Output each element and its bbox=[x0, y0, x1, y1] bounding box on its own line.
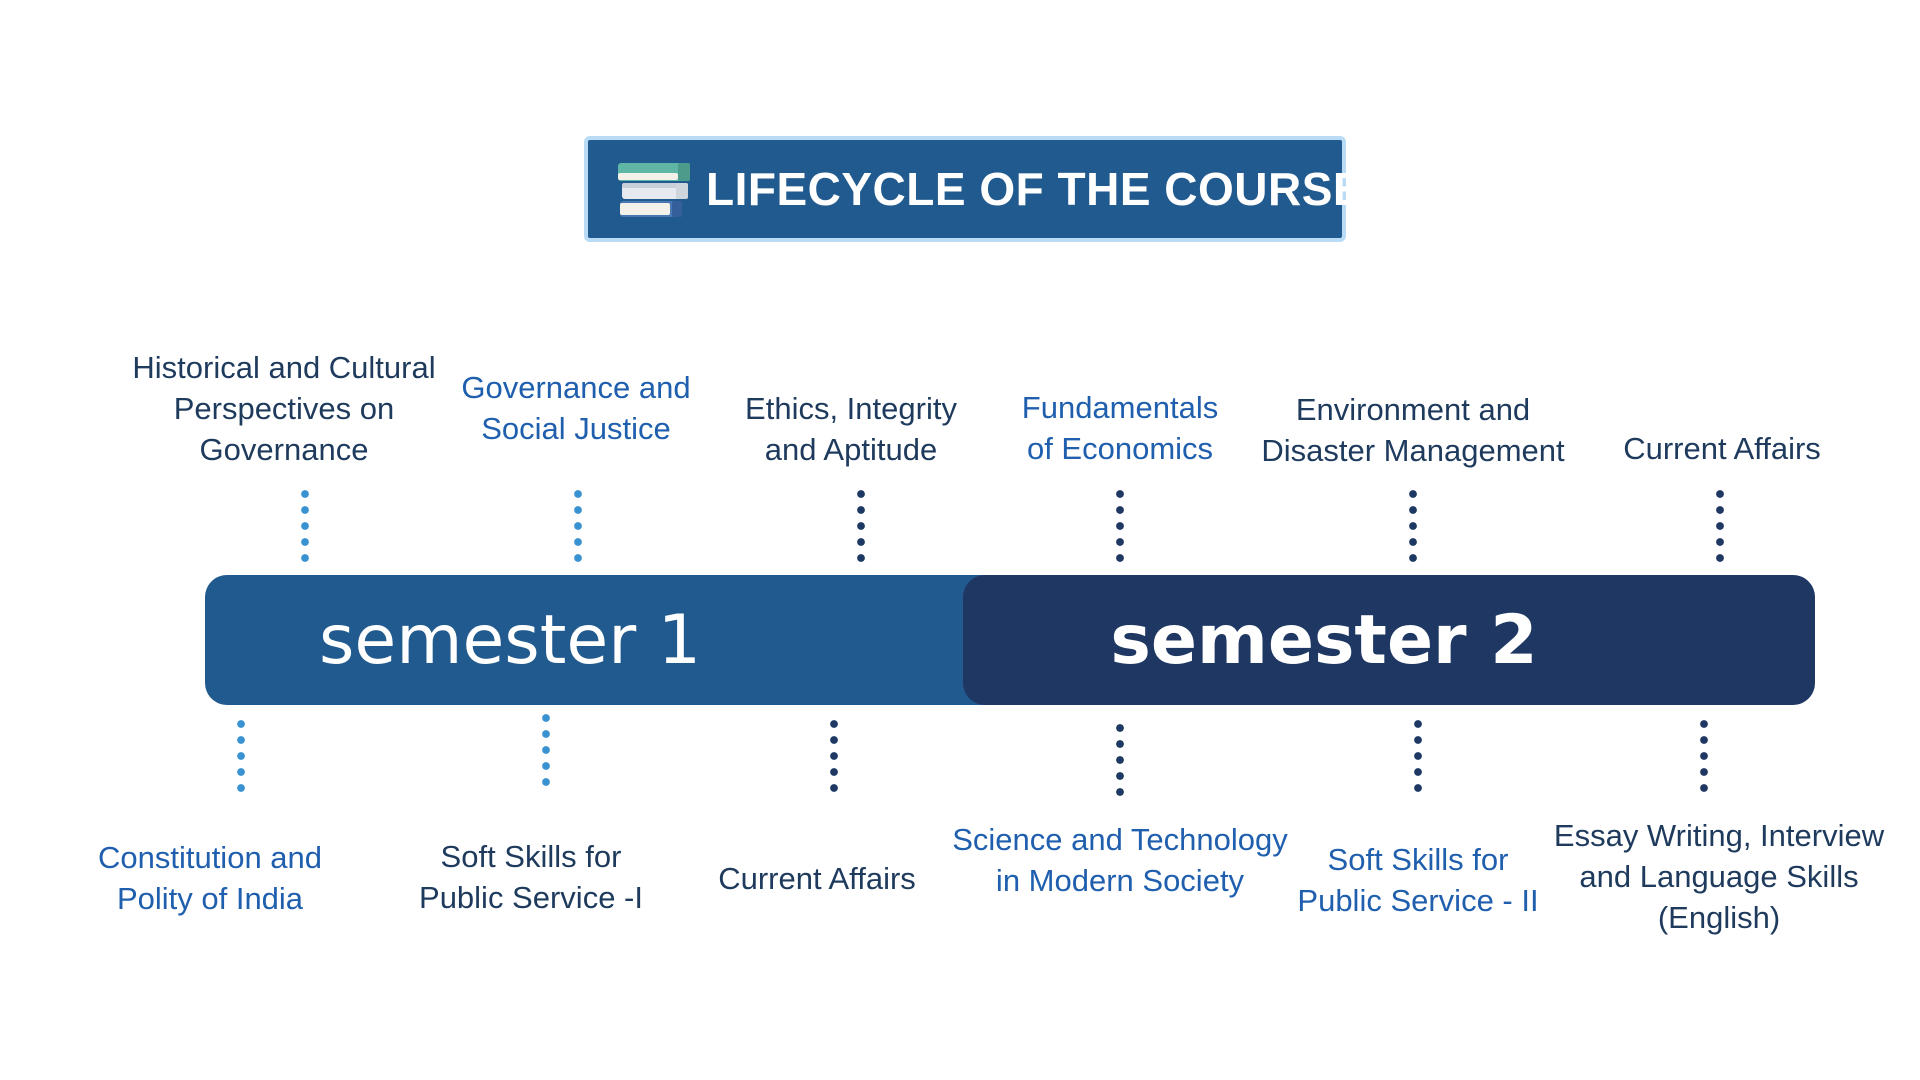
connector-dots bbox=[1716, 486, 1724, 566]
books-icon bbox=[618, 163, 690, 217]
connector-dots bbox=[857, 486, 865, 566]
subject-label: Soft Skills for Public Service -I bbox=[419, 839, 643, 915]
subject-label: Current Affairs bbox=[718, 861, 916, 896]
subject-label: Soft Skills for Public Service - II bbox=[1297, 842, 1539, 918]
subject-label: Essay Writing, Interview and Language Sk… bbox=[1553, 818, 1885, 935]
subject-label: Fundamentals of Economics bbox=[1021, 390, 1219, 466]
subject-label: Science and Technology in Modern Society bbox=[952, 822, 1288, 898]
connector-dots bbox=[542, 710, 550, 790]
subject-label: Environment and Disaster Management bbox=[1261, 392, 1565, 468]
connector-dots bbox=[1700, 716, 1708, 796]
semester-1-label: semester 1 bbox=[318, 600, 702, 680]
semester-2-label: semester 2 bbox=[1110, 600, 1538, 680]
semester-2-bar: semester 2 bbox=[963, 575, 1815, 705]
connector-dots bbox=[574, 486, 582, 566]
course-lifecycle-title-banner: LIFECYCLE OF THE COURSE bbox=[584, 136, 1364, 242]
subject-label: Historical and Cultural Perspectives on … bbox=[132, 350, 436, 467]
connector-dots bbox=[301, 486, 309, 566]
connector-dots bbox=[1116, 486, 1124, 566]
subject-label: Governance and Social Justice bbox=[461, 370, 691, 446]
page-title: LIFECYCLE OF THE COURSE bbox=[706, 163, 1365, 215]
connector-dots bbox=[237, 716, 245, 796]
connector-dots bbox=[1414, 716, 1422, 796]
connector-dots bbox=[1409, 486, 1417, 566]
semester-1-bar: semester 1 bbox=[205, 575, 1005, 705]
subject-label: Current Affairs bbox=[1623, 431, 1821, 466]
connector-dots bbox=[1116, 720, 1124, 800]
subject-label: Constitution and Polity of India bbox=[97, 840, 323, 916]
subject-label: Ethics, Integrity and Aptitude bbox=[745, 391, 957, 467]
connector-dots bbox=[830, 716, 838, 796]
